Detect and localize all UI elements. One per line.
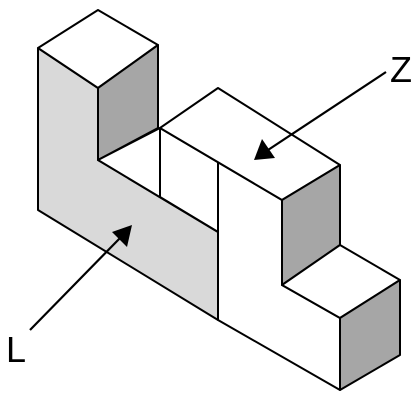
label-l: L [6, 329, 26, 370]
l-block [37, 9, 219, 321]
z-block-lower-side-face [339, 279, 401, 391]
z-callout-arrow [254, 71, 387, 160]
l-callout-arrow [29, 225, 132, 331]
l-block-inner-floor [97, 127, 219, 233]
label-z: Z [390, 49, 412, 90]
